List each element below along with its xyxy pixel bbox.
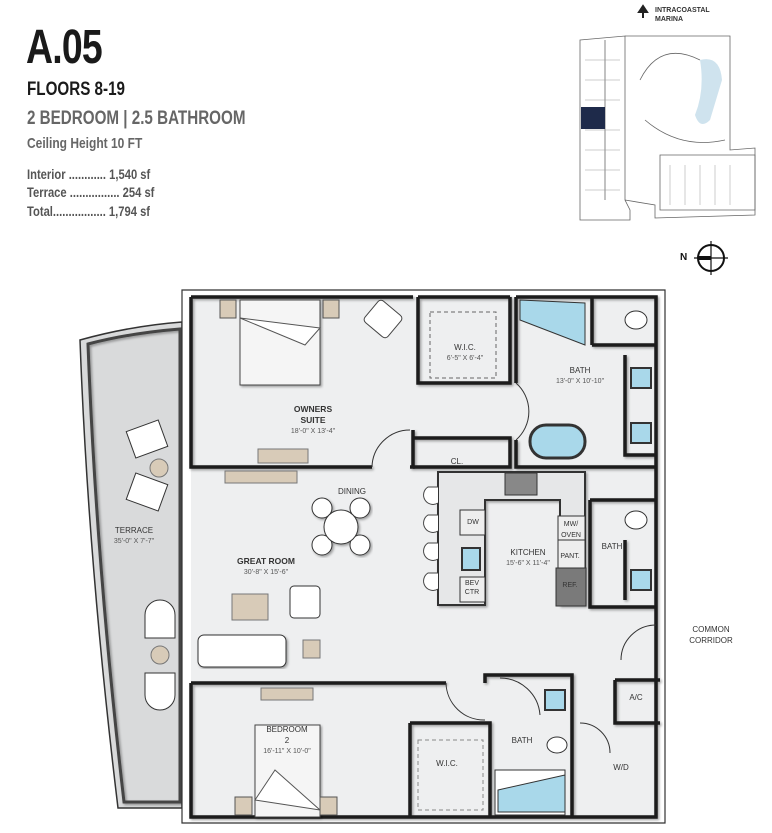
unit-code: A.05 <box>26 21 103 74</box>
direction-line1: INTRACOASTAL <box>655 7 710 14</box>
bath2-label: BATH <box>511 736 533 745</box>
powder-bath-label: BATH <box>601 542 623 551</box>
terrace-railing <box>86 327 182 804</box>
wic-master-label: W.I.C.6'-5" X 6'-4" <box>446 343 484 362</box>
toilet <box>624 310 648 330</box>
mw-oven-label: MW/ OVEN <box>561 521 581 539</box>
sofa <box>197 634 287 668</box>
bed <box>239 299 321 386</box>
dresser <box>257 448 309 464</box>
terrace-chair <box>144 672 176 711</box>
ac-label: A/C <box>629 693 643 702</box>
sink <box>630 422 652 444</box>
walls <box>189 295 660 819</box>
ceiling-height: Ceiling Height 10 FT <box>27 135 143 152</box>
refrigerator <box>555 567 587 607</box>
north-arrow-icon <box>637 4 649 18</box>
side-table <box>302 639 321 659</box>
terrace-chair <box>144 599 176 639</box>
console <box>224 470 298 484</box>
nightstand <box>219 299 237 319</box>
north-label: N <box>680 252 688 263</box>
bar-stools <box>423 486 439 591</box>
sink <box>630 367 652 389</box>
total-area: Total................. 1,794 sf <box>27 203 151 219</box>
pantry-label: PANT. <box>560 553 580 560</box>
direction-label: INTRACOASTAL MARINA <box>655 6 710 24</box>
pool <box>695 59 722 124</box>
terrace-area: Terrace ................ 254 sf <box>27 184 155 200</box>
washer-dryer-label: W/D <box>613 763 629 772</box>
compass-icon <box>694 241 728 275</box>
unit-highlight <box>581 107 605 129</box>
key-plan <box>579 4 756 221</box>
cooktop <box>504 472 538 496</box>
terrace-chair <box>125 419 169 459</box>
nightstand <box>322 299 340 319</box>
interior-area: Interior ............ 1,540 sf <box>27 166 151 182</box>
dishwasher-label: DW <box>467 519 479 526</box>
armchair <box>363 299 403 339</box>
terrace-chair <box>125 472 169 512</box>
armchair <box>289 585 321 619</box>
closet-label: CL. <box>450 457 464 466</box>
terrace-floor <box>79 321 183 809</box>
dresser <box>260 687 314 701</box>
shower <box>519 299 586 346</box>
dining-label: DINING <box>338 487 366 496</box>
sink <box>461 547 481 571</box>
direction-line2: MARINA <box>655 16 683 23</box>
bathtub <box>528 423 587 460</box>
bathtub <box>497 774 566 813</box>
wic2-label: W.I.C. <box>436 759 458 768</box>
refrigerator-label: REF. <box>562 582 578 589</box>
coffee-table <box>231 593 269 621</box>
door-swing <box>371 429 411 468</box>
dining-table <box>311 497 371 556</box>
bedroom-count: 2 BEDROOM | 2.5 BATHROOM <box>27 108 246 129</box>
floors-label: FLOORS 8-19 <box>27 79 125 100</box>
